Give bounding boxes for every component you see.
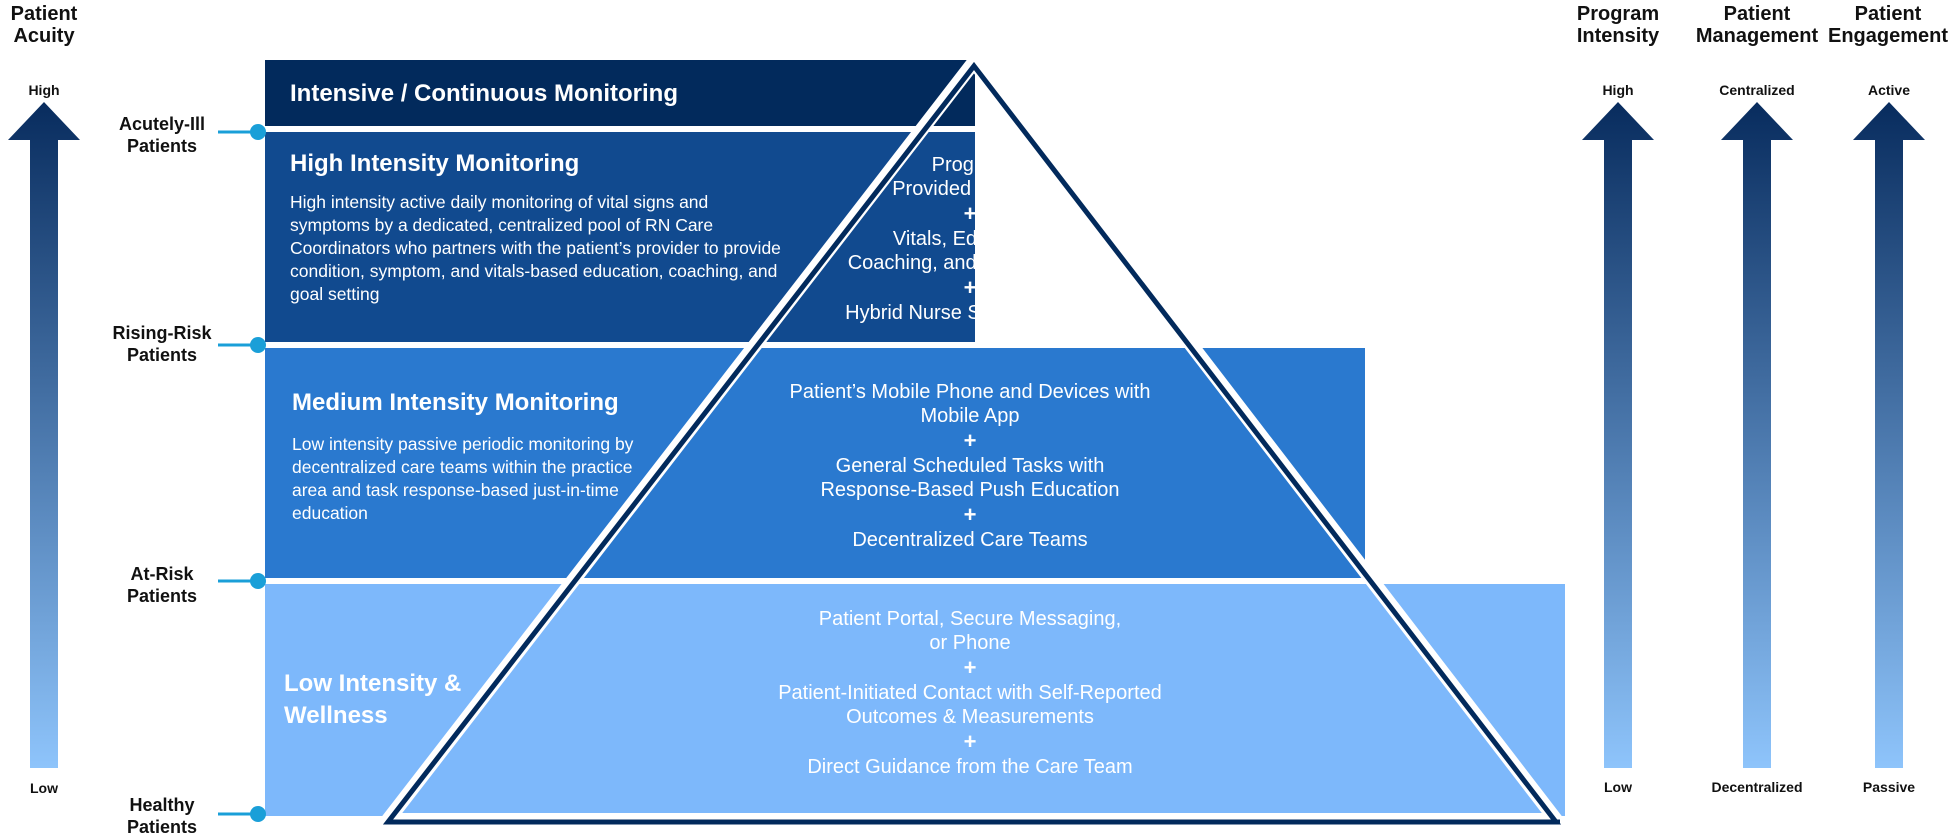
tier-high-item-devices: Program Provided Devices — [892, 154, 1048, 200]
program-intensity-top: High — [1602, 82, 1634, 98]
band-title-low-intensity: Low Intensity & Wellness — [284, 670, 462, 729]
band-intensive — [265, 60, 975, 126]
band-title-high-intensity: High Intensity Monitoring — [290, 150, 580, 177]
tier-high-features: Program Provided Devices + Vitals, Educa… — [800, 153, 1140, 325]
risk-label-healthy: Healthy Patients — [126, 795, 198, 837]
risk-connector-dot — [250, 806, 266, 822]
patient-engagement-arrow — [1853, 102, 1925, 768]
tier-medium-features: Patient’s Mobile Phone and Devices with … — [720, 380, 1220, 552]
acuity-arrow — [8, 102, 80, 768]
tier-low-item-guidance: Direct Guidance from the Care Team — [807, 756, 1133, 778]
patient-engagement-top: Active — [1867, 82, 1911, 98]
band-high-intensity — [265, 132, 975, 342]
program-intensity-bottom: Low — [1604, 779, 1632, 795]
tier-low-features: Patient Portal, Secure Messaging, or Pho… — [700, 607, 1240, 779]
tier-medium-item-mobile: Patient’s Mobile Phone and Devices with … — [789, 381, 1151, 427]
plus-icon: + — [963, 502, 977, 527]
risk-connector-dot — [250, 124, 266, 140]
plus-icon: + — [963, 275, 977, 300]
acuity-high-label: High — [28, 82, 60, 98]
tier-medium-item-tasks: General Scheduled Tasks with Response-Ba… — [820, 455, 1120, 501]
band-title-intensive: Intensive / Continuous Monitoring — [290, 80, 678, 107]
acuity-axis-title: Patient Acuity — [10, 3, 78, 47]
patient-management-arrow — [1721, 102, 1793, 768]
patient-management-title: Patient Management — [1695, 3, 1819, 47]
program-intensity-arrow — [1582, 102, 1654, 768]
plus-icon: + — [963, 201, 977, 226]
band-title-medium-intensity: Medium Intensity Monitoring — [292, 389, 619, 416]
band-medium-intensity — [265, 348, 1365, 578]
band-desc-high-intensity: High intensity active daily monitoring o… — [290, 192, 781, 304]
risk-connector-dot — [250, 337, 266, 353]
acuity-low-label: Low — [30, 780, 58, 796]
risk-label-at-risk: At-Risk Patients — [126, 564, 198, 606]
band-desc-medium-intensity: Low intensity passive periodic monitorin… — [292, 434, 634, 523]
program-intensity-title: Program Intensity — [1576, 3, 1660, 47]
patient-management-bottom: Decentralized — [1711, 779, 1803, 795]
patient-engagement-title: Patient Engagement — [1827, 3, 1949, 47]
risk-label-acutely-ill: Acutely-Ill Patients — [118, 114, 206, 156]
tier-high-item-vitals: Vitals, Education, Coaching, and Goal Se… — [847, 228, 1093, 274]
plus-icon: + — [963, 428, 977, 453]
tier-high-item-staffing: Hybrid Nurse Staffing Model — [845, 302, 1095, 324]
tier-low-item-portal: Patient Portal, Secure Messaging, or Pho… — [818, 608, 1122, 654]
tier-low-item-contact: Patient-Initiated Contact with Self-Repo… — [778, 682, 1162, 728]
tier-medium-item-teams: Decentralized Care Teams — [852, 529, 1088, 551]
plus-icon: + — [963, 655, 977, 680]
patient-engagement-bottom: Passive — [1862, 779, 1916, 795]
risk-label-rising-risk: Rising-Risk Patients — [112, 323, 212, 365]
plus-icon: + — [963, 729, 977, 754]
patient-management-top: Centralized — [1719, 82, 1795, 98]
risk-connector-dot — [250, 573, 266, 589]
